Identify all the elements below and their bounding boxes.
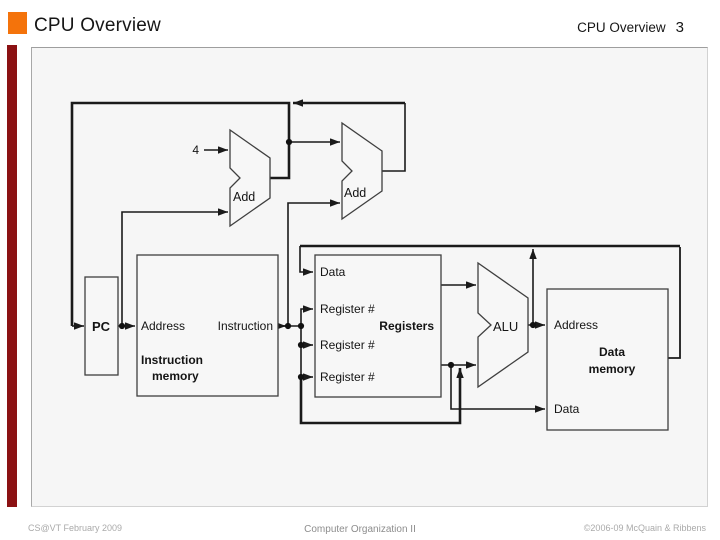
- wire-offset-to-adder2: [287, 199, 340, 326]
- junction-dot: [285, 138, 293, 146]
- page-number: 3: [675, 19, 684, 36]
- im-port-instruction: Instruction: [218, 319, 273, 333]
- alu-shape: [477, 261, 529, 389]
- adder1-shape: [229, 128, 271, 228]
- reg-port-data: Data: [320, 265, 346, 279]
- im-title-line2: memory: [152, 369, 199, 383]
- adder1-label: Add: [233, 190, 255, 204]
- junction-dot: [529, 321, 537, 329]
- section-name: CPU Overview: [577, 20, 666, 35]
- wire-writeback-to-registers: [299, 246, 313, 276]
- junction-dot: [297, 322, 305, 330]
- dm-title-line2: memory: [589, 362, 636, 376]
- data-memory-box: [546, 288, 669, 431]
- alu-label: ALU: [493, 319, 518, 334]
- registers-box: [314, 254, 442, 398]
- reg-title: Registers: [379, 319, 434, 333]
- wire-adder2-out: [382, 103, 406, 172]
- junction-dot: [118, 322, 126, 330]
- instruction-memory-box: [136, 254, 279, 397]
- pc-box: [84, 276, 119, 376]
- im-port-address: Address: [141, 319, 185, 333]
- dm-title-line1: Data: [599, 345, 625, 359]
- reg-port-register3: Register #: [320, 370, 375, 384]
- red-sidebar-icon: [7, 45, 17, 507]
- slide-title: CPU Overview: [34, 15, 161, 36]
- header-right: CPU Overview 3: [577, 19, 684, 37]
- wire-offset-to-alu: [299, 368, 464, 425]
- adder2-label: Add: [344, 186, 366, 200]
- accent-square-icon: [8, 12, 27, 34]
- pc-label: PC: [92, 319, 111, 334]
- wire-storedata: [450, 365, 545, 413]
- junction-dot: [447, 361, 455, 369]
- dm-port-address: Address: [554, 318, 598, 332]
- reg-port-register2: Register #: [320, 338, 375, 352]
- reg-port-register1: Register #: [320, 302, 375, 316]
- adder2-shape: [341, 121, 383, 221]
- wire-memdata-return: [668, 247, 681, 359]
- const4-label: 4: [192, 143, 199, 157]
- wire-pc-to-adder1: [121, 208, 228, 326]
- dm-port-data: Data: [554, 402, 580, 416]
- wire-regnum1: [300, 305, 313, 326]
- junction-dot: [297, 341, 305, 349]
- wire-pc-update-loop: [70, 101, 291, 326]
- im-title-line1: Instruction: [141, 353, 203, 367]
- junction-dot: [284, 322, 292, 330]
- footer-course-name: Computer Organization II: [304, 524, 416, 535]
- footer-course-date: CS@VT February 2009: [28, 523, 123, 533]
- footer-copyright: ©2006-09 McQuain & Ribbens: [583, 523, 706, 533]
- junction-dot: [297, 373, 305, 381]
